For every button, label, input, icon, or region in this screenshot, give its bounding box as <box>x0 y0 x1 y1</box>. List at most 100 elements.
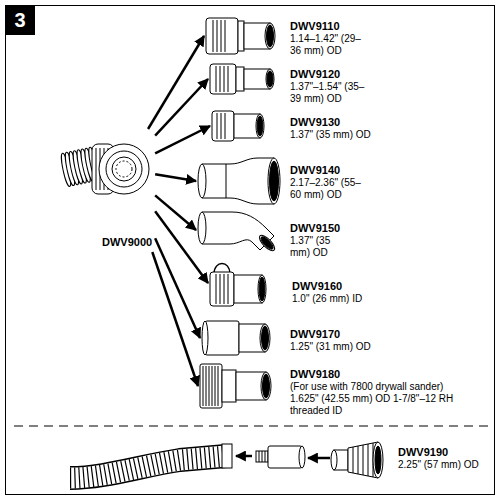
adapter-illustration <box>198 212 206 244</box>
adapter-illustration <box>256 114 264 138</box>
adapter-illustration <box>261 372 271 400</box>
connector-arrow <box>155 79 208 136</box>
label-block: DWV91201.37"–1.54" (35–39 mm) OD <box>290 68 370 105</box>
adapter-illustration <box>353 443 373 477</box>
adapter-illustration <box>258 275 266 303</box>
label-block: DWV91701.25" (31 mm) OD <box>290 328 371 353</box>
spec-text: 1.37" (35 mm) OD <box>290 235 350 259</box>
adapter-illustration <box>222 370 236 402</box>
spec-text: 2.25" (57 mm) OD <box>398 459 479 471</box>
label-block: DWV9180(For use with 7800 drywall sander… <box>290 368 468 417</box>
adapter-item: DWV91501.37" (35 mm) OD <box>198 208 350 259</box>
adapter-illustration <box>202 321 270 355</box>
adapter-illustration <box>203 366 218 406</box>
adapter-item: DWV91601.0" (26 mm) ID <box>210 258 362 308</box>
label-block: DWV91501.37" (35 mm) OD <box>290 222 350 259</box>
spec-text: (For use with 7800 drywall sander) 1.625… <box>290 381 468 417</box>
adapter-illustration <box>216 66 228 92</box>
connector-arrow <box>155 174 196 181</box>
adapter-item: DWV91101.14–1.42" (29–36 mm) OD <box>206 18 370 57</box>
adapter-illustration <box>331 450 337 470</box>
adapter-illustration <box>198 164 206 198</box>
connector-arrow <box>152 252 198 386</box>
label-block: DWV91601.0" (26 mm) ID <box>292 280 362 305</box>
hose-connector <box>256 446 305 468</box>
adapter-illustration <box>263 374 270 398</box>
part-number: DWV9160 <box>292 280 362 293</box>
label-block: DWV9000 <box>102 236 152 249</box>
spec-text: 1.0" (26 mm) ID <box>292 293 362 305</box>
part-number: DWV9120 <box>290 68 370 81</box>
adapter-illustration <box>331 442 383 478</box>
spec-text: 1.25" (31 mm) OD <box>290 341 371 353</box>
adapter-illustration <box>259 235 274 250</box>
figure-number: 3 <box>14 8 25 32</box>
part-number: DWV9000 <box>102 236 152 249</box>
part-number: DWV9190 <box>398 446 479 459</box>
hose-connector <box>268 446 302 468</box>
adapter-illustration <box>210 272 234 306</box>
adapter-item: DWV91201.37"–1.54" (35–39 mm) OD <box>210 64 370 105</box>
part-number: DWV9140 <box>290 164 370 177</box>
label-block: DWV91301.37" (35 mm) OD <box>290 116 371 141</box>
hose-adapter <box>112 157 136 181</box>
hose-adapter <box>60 144 149 194</box>
assembly-arrow <box>308 457 330 460</box>
adapter-illustration <box>205 321 239 355</box>
adapter-illustration <box>198 212 277 253</box>
adapter-illustration <box>259 277 265 301</box>
label-block: DWV91902.25" (57 mm) OD <box>398 446 479 471</box>
adapter-illustration <box>375 446 381 474</box>
adapter-illustration <box>217 113 225 139</box>
vacuum-hose <box>70 456 226 478</box>
adapter-illustration <box>265 23 275 49</box>
spec-text: 1.37" (35 mm) OD <box>290 129 371 141</box>
adapter-illustration <box>202 321 208 355</box>
adapter-illustration <box>206 18 238 54</box>
part-number: DWV9150 <box>290 222 350 235</box>
adapter-illustration <box>210 64 274 94</box>
adapter-illustration <box>212 111 234 141</box>
label-block: DWV91402.17–2.36" (55–60 mm) OD <box>290 164 370 201</box>
adapter-illustration <box>213 20 225 52</box>
figure-badge: 3 <box>5 5 35 35</box>
hose-connector <box>259 451 265 462</box>
adapter-illustration <box>216 274 228 304</box>
adapter-illustration <box>257 116 263 136</box>
adapter-illustration <box>200 364 271 408</box>
hose-adapter <box>99 144 149 194</box>
spec-text: 1.14–1.42" (29–36 mm) OD <box>290 33 370 57</box>
spec-text: 1.37"–1.54" (35–39 mm) OD <box>290 81 370 105</box>
adapter-illustration <box>200 364 222 408</box>
adapter-illustration <box>260 324 270 352</box>
connector-arrow <box>155 211 208 283</box>
adapter-illustration <box>257 233 277 253</box>
hose-adapter <box>116 161 132 177</box>
adapter-illustration <box>210 64 236 94</box>
connector-arrow <box>155 126 210 153</box>
adapter-illustration <box>210 264 266 307</box>
vacuum-hose <box>70 444 232 478</box>
adapter-illustration <box>267 71 273 87</box>
vacuum-hose <box>222 444 232 468</box>
spec-text: 2.17–2.36" (55–60 mm) OD <box>290 177 370 201</box>
adapter-illustration <box>266 69 274 89</box>
adapter-item: DWV9000 <box>60 132 152 249</box>
adapter-illustration <box>262 326 269 350</box>
adapter-illustration <box>198 158 280 204</box>
label-block: DWV91101.14–1.42" (29–36 mm) OD <box>290 20 370 57</box>
adapter-illustration <box>236 67 244 91</box>
part-number: DWV9130 <box>290 116 371 129</box>
adapter-illustration <box>226 164 227 198</box>
adapter-illustration <box>270 161 279 201</box>
adapter-illustration <box>202 158 274 204</box>
separator-line <box>14 426 488 427</box>
part-number: DWV9180 <box>290 368 468 381</box>
adapter-item: DWV91701.25" (31 mm) OD <box>202 320 371 356</box>
adapter-illustration <box>373 442 383 478</box>
part-number: DWV9170 <box>290 328 371 341</box>
assembly-arrow <box>236 455 252 458</box>
